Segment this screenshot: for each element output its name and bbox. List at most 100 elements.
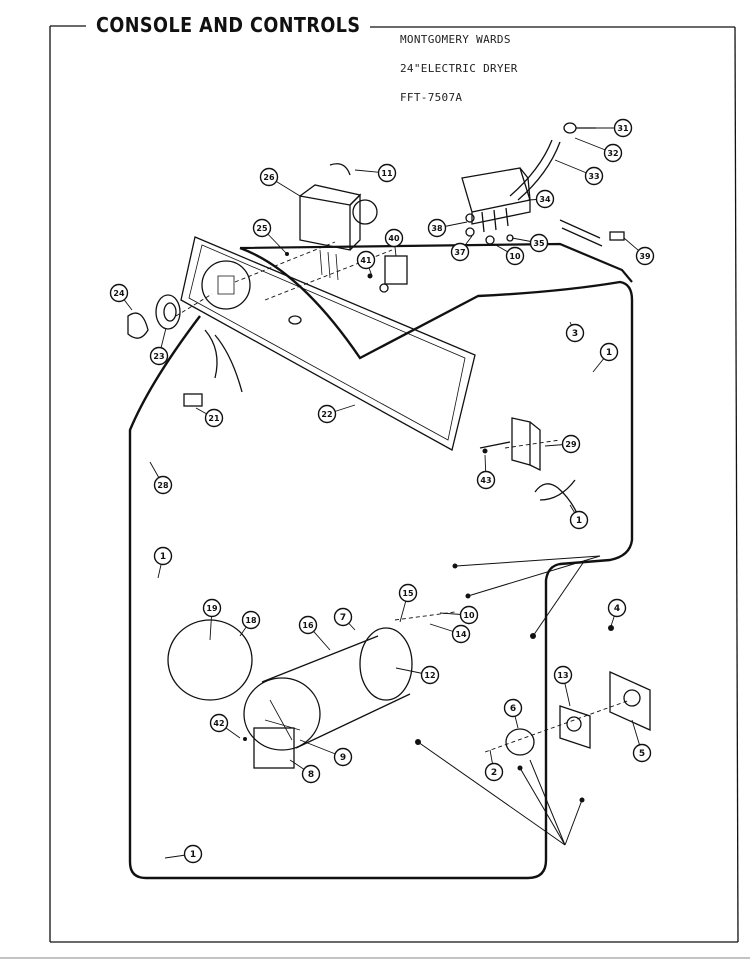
callout-25: 25 [252,218,272,238]
callout-2: 2 [484,762,504,782]
callout-circle [109,283,129,303]
callout-label: 10 [463,611,475,620]
knob-24 [127,312,149,339]
callout-circle [398,583,418,603]
callout-circle [565,323,585,343]
callout-circle [420,665,440,685]
callout-26: 26 [259,167,279,187]
console-panel-22 [180,236,476,451]
callout-label: 40 [388,234,400,243]
cord-39 [559,219,625,247]
callout-label: 19 [206,604,218,613]
callout-label: 21 [208,414,220,423]
callout-circle [252,218,272,238]
callout-41: 41 [356,250,376,270]
callout-label: 18 [245,616,257,625]
callout-label: 8 [308,770,314,780]
callout-label: 26 [263,173,275,182]
callout-label: 39 [639,252,651,261]
callout-label: 35 [533,239,545,248]
bracket-29 [479,417,541,472]
callout-label: 4 [614,604,620,614]
switch-6 [505,728,535,756]
callout-label: 25 [256,224,268,233]
callout-circle [451,624,471,644]
callout-circle [183,844,203,864]
callout-28: 28 [153,475,173,495]
callout-5: 5 [632,743,652,763]
callout-circle [153,546,173,566]
callout-label: 34 [539,195,551,204]
callout-35: 35 [529,233,549,253]
mount-bracket-5 [609,670,651,732]
callout-11: 11 [377,163,397,183]
callout-circle [607,598,627,618]
callout-circle [241,610,261,630]
callout-label: 5 [639,749,645,759]
callout-circle [317,404,337,424]
callout-circle [298,615,318,635]
callout-circle [450,242,470,262]
callout-circle [153,475,173,495]
callout-23: 23 [149,346,169,366]
callout-label: 1 [190,850,196,860]
dial-23 [155,294,181,330]
callout-label: 32 [607,149,618,158]
callout-label: 10 [509,252,521,261]
callout-1: 1 [183,844,203,864]
callout-label: 23 [153,352,164,361]
callout-10: 10 [459,605,479,625]
callout-label: 28 [157,481,169,490]
callout-circle [459,605,479,625]
callout-circle [484,762,504,782]
callout-29: 29 [561,434,581,454]
model-description-line: 24"ELECTRIC DRYER [400,62,518,75]
callout-label: 16 [302,621,314,630]
terminal-block-34 [461,167,531,245]
wiring-harness [128,246,634,880]
callout-label: 29 [565,440,577,449]
callout-label: 7 [340,613,346,623]
callout-circle [427,218,447,238]
callout-1: 1 [599,342,619,362]
callout-label: 6 [510,704,516,714]
callout-38: 38 [427,218,447,238]
callout-3: 3 [565,323,585,343]
callout-circle [356,250,376,270]
callout-label: 31 [617,124,629,133]
callout-label: 11 [381,169,393,178]
callout-circle [603,143,623,163]
switch-40 [379,255,408,293]
model-number-line: FFT-7507A [400,91,463,104]
callout-label: 14 [455,630,467,639]
callout-label: 24 [113,289,125,298]
callout-circle [561,434,581,454]
callout-circle [202,598,222,618]
callout-circle [529,233,549,253]
callout-42: 42 [209,713,229,733]
page-border [0,25,750,959]
timer-26 [299,163,378,281]
callout-22: 22 [317,404,337,424]
callout-13: 13 [553,665,573,685]
callout-19: 19 [202,598,222,618]
callout-8: 8 [301,764,321,784]
callout-circle [476,470,496,490]
callout-10: 10 [505,246,525,266]
callout-label: 38 [431,224,443,233]
callout-label: 3 [572,329,578,339]
callout-31: 31 [613,118,633,138]
callout-label: 1 [160,552,166,562]
callout-circle [599,342,619,362]
callout-label: 1 [606,348,612,358]
callout-circle [384,228,404,248]
page-title: CONSOLE AND CONTROLS [96,13,361,37]
callout-circle [613,118,633,138]
callout-1: 1 [569,510,589,530]
callout-4: 4 [607,598,627,618]
callout-circle [149,346,169,366]
callout-label: 37 [454,248,465,257]
callout-6: 6 [503,698,523,718]
